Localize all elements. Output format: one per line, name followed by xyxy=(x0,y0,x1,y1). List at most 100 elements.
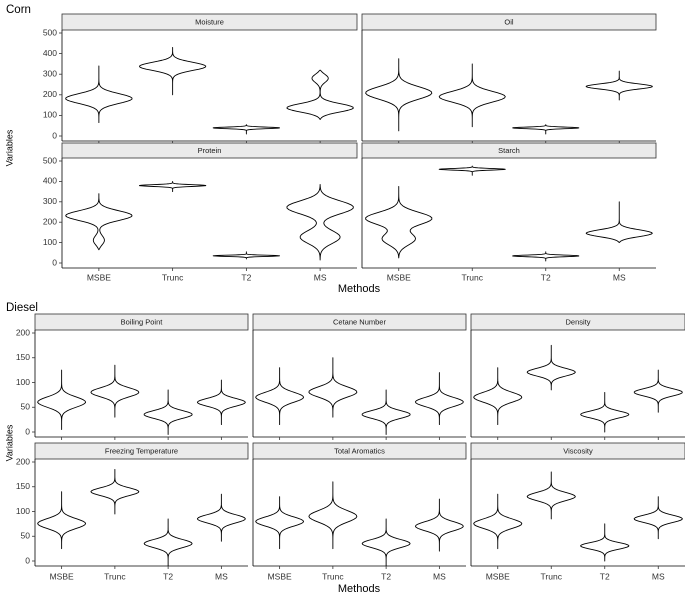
violin-trunc xyxy=(308,481,358,550)
violin-ms xyxy=(414,498,464,552)
x-tick-label: MS xyxy=(652,571,665,581)
violin-trunc xyxy=(438,165,506,176)
y-tick-label: 100 xyxy=(16,377,30,387)
violin-trunc xyxy=(526,471,576,520)
panel-moisture: Moisture 0 100 200 300 400 500 xyxy=(43,13,358,144)
violin-trunc xyxy=(308,357,358,418)
x-tick-label: MSBE xyxy=(50,571,74,581)
panel-title: Cetane Number xyxy=(333,317,386,326)
x-tick-label: Trunc xyxy=(322,571,344,581)
x-tick-label: T2 xyxy=(600,571,610,581)
y-tick-label: 150 xyxy=(16,352,30,362)
panel-title: Moisture xyxy=(195,17,224,26)
y-tick-label: 50 xyxy=(21,531,31,541)
y-tick-label: 200 xyxy=(16,327,30,337)
violin-t2 xyxy=(212,124,281,135)
y-tick-label: 100 xyxy=(43,110,57,120)
y-tick-label: 0 xyxy=(52,257,57,267)
violin-t2 xyxy=(580,391,630,433)
violin-t2 xyxy=(143,518,193,567)
x-tick-label: Trunc xyxy=(104,571,126,581)
x-tick-label: T2 xyxy=(241,272,251,282)
panel-boiling-point: Boiling Point 0 50 100 150 200 xyxy=(16,313,249,440)
panel-strip xyxy=(252,313,467,331)
violin-trunc xyxy=(438,63,506,128)
y-tick-label: 50 xyxy=(21,402,31,412)
violin-ms xyxy=(286,184,354,261)
violin-msbe xyxy=(255,367,305,426)
x-tick-label: MS xyxy=(215,571,228,581)
violin-ms xyxy=(196,493,246,542)
violin-msbe xyxy=(65,65,133,124)
x-tick-label: MS xyxy=(433,571,446,581)
panel-cetane-number: Cetane Number xyxy=(252,313,467,440)
violin-trunc xyxy=(90,364,140,418)
x-tick-label: Trunc xyxy=(541,571,563,581)
x-tick-label: MSBE xyxy=(387,272,411,282)
panel-title: Protein xyxy=(198,146,222,155)
y-axis-label: Variables xyxy=(4,424,14,461)
x-axis-label: Methods xyxy=(338,283,381,295)
x-tick-label: T2 xyxy=(541,272,551,282)
x-tick-label: T2 xyxy=(381,571,391,581)
violin-ms xyxy=(633,496,683,540)
y-tick-label: 0 xyxy=(25,426,30,436)
y-tick-label: 0 xyxy=(52,130,57,140)
x-tick-label: Trunc xyxy=(162,272,184,282)
panel-oil: Oil xyxy=(361,13,657,144)
x-tick-label: Trunc xyxy=(462,272,484,282)
violin-ms xyxy=(585,201,653,244)
chart-title: Corn xyxy=(6,4,31,16)
x-tick-label: MSBE xyxy=(268,571,292,581)
violin-t2 xyxy=(361,389,411,435)
panel-strip xyxy=(34,442,249,460)
panel-strip xyxy=(61,142,358,159)
violin-t2 xyxy=(580,523,630,562)
y-tick-label: 300 xyxy=(43,68,57,78)
violin-ms xyxy=(414,372,464,426)
y-tick-label: 0 xyxy=(25,555,30,565)
panel-title: Viscosity xyxy=(563,446,593,455)
panel-title: Starch xyxy=(498,146,520,155)
violin-t2 xyxy=(212,251,281,260)
panel-strip xyxy=(361,13,657,31)
y-tick-label: 300 xyxy=(43,196,57,206)
panel-title: Boiling Point xyxy=(121,317,164,326)
y-tick-label: 100 xyxy=(16,506,30,516)
y-tick-label: 200 xyxy=(43,89,57,99)
panel-strip xyxy=(470,313,685,331)
panel-density: Density xyxy=(470,313,685,440)
violin-t2 xyxy=(143,389,193,435)
violin-ms xyxy=(286,69,354,120)
y-tick-label: 200 xyxy=(43,216,57,226)
x-axis-label: Methods xyxy=(338,583,381,595)
panel-title: Oil xyxy=(504,17,514,26)
violin-trunc xyxy=(138,46,207,96)
panel-strip xyxy=(470,442,685,460)
x-tick-label: MSBE xyxy=(87,272,111,282)
x-tick-label: MS xyxy=(314,272,327,282)
y-tick-label: 150 xyxy=(16,481,30,491)
y-tick-label: 200 xyxy=(16,456,30,466)
y-axis-label: Variables xyxy=(4,129,14,166)
y-tick-label: 400 xyxy=(43,176,57,186)
y-tick-label: 400 xyxy=(43,48,57,58)
violin-msbe xyxy=(473,367,523,426)
violin-trunc xyxy=(138,180,207,193)
violin-t2 xyxy=(512,251,580,262)
violin-t2 xyxy=(512,124,580,135)
violin-msbe xyxy=(365,186,433,259)
violin-msbe xyxy=(37,491,87,550)
panel-strip xyxy=(361,142,657,159)
violin-t2 xyxy=(361,518,411,567)
panel-title: Density xyxy=(565,317,590,326)
violin-msbe xyxy=(473,493,523,550)
violin-msbe xyxy=(65,193,133,251)
y-tick-label: 500 xyxy=(43,27,57,37)
y-tick-label: 100 xyxy=(43,237,57,247)
